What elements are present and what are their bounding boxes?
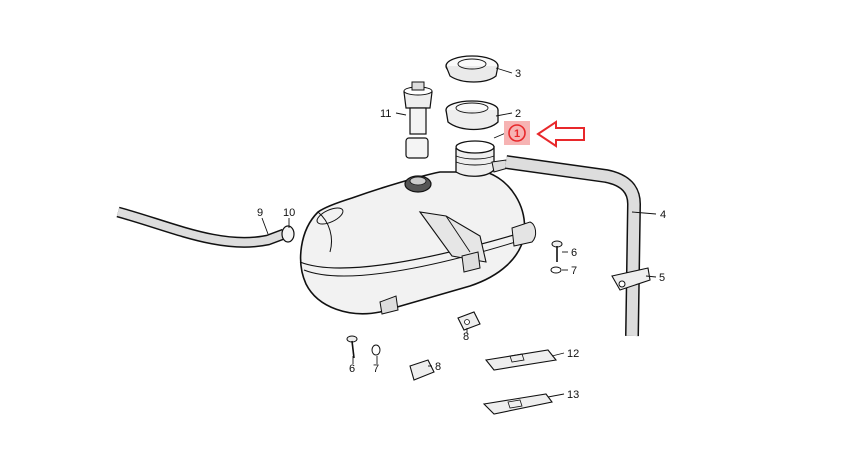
bracket-middle — [457, 311, 481, 331]
callout-9: 9 — [257, 207, 263, 219]
hose-overflow — [505, 155, 642, 337]
callout-12: 12 — [567, 348, 579, 360]
callout-8-middle: 8 — [463, 331, 469, 343]
callout-5: 5 — [659, 272, 665, 284]
filler-neck — [455, 140, 509, 177]
callout-7-lower: 7 — [373, 363, 379, 375]
pointer-arrow-icon — [536, 120, 585, 148]
hose-clip — [611, 267, 651, 291]
radiator-cap — [445, 100, 499, 131]
callout-1-highlight — [504, 121, 530, 145]
callout-7-right: 7 — [571, 265, 577, 277]
screw-right — [550, 240, 563, 274]
hose-bleed — [116, 206, 286, 248]
callout-11: 11 — [380, 108, 391, 120]
cap-seal — [445, 55, 499, 83]
level-sensor — [403, 81, 433, 193]
expansion-tank — [299, 171, 537, 315]
callout-4: 4 — [660, 209, 666, 221]
plate-13 — [482, 393, 553, 415]
callout-10: 10 — [283, 207, 295, 219]
callout-13: 13 — [567, 389, 579, 401]
callout-1: 1 — [514, 128, 520, 140]
callout-2: 2 — [515, 108, 521, 120]
plate-12 — [484, 349, 558, 371]
callout-8-lower: 8 — [435, 361, 441, 373]
hose-clamp — [281, 225, 295, 243]
callout-3: 3 — [515, 68, 521, 80]
screw-lower — [346, 335, 435, 381]
callout-6-lower: 6 — [349, 363, 355, 375]
callout-labels: 1 2 3 4 5 6 6 7 7 8 8 9 10 11 12 13 — [257, 68, 666, 401]
callout-6-right: 6 — [571, 247, 577, 259]
